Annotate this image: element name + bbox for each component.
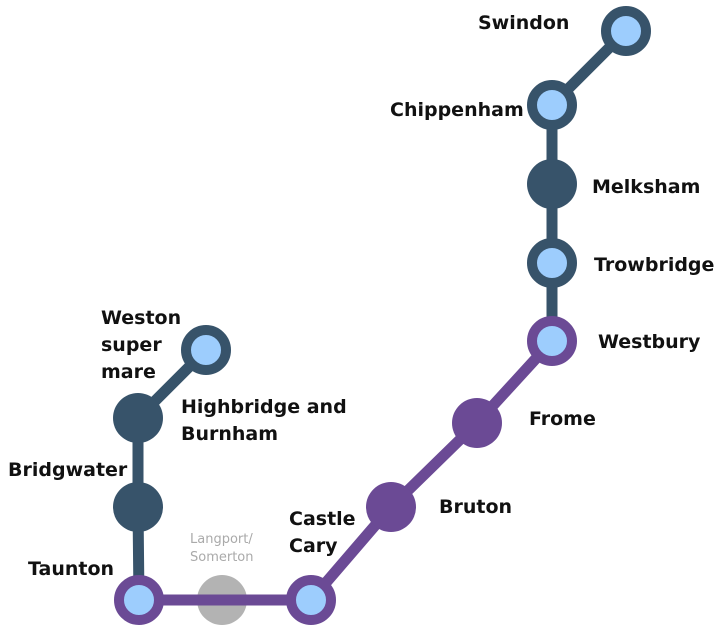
station-label-bridgwater: Bridgwater xyxy=(8,459,128,481)
station-marker-bridgwater[interactable] xyxy=(113,482,163,532)
station-marker-bruton[interactable] xyxy=(366,482,416,532)
station-label-taunton: Taunton xyxy=(28,558,114,580)
station-label-melksham: Melksham xyxy=(592,176,700,198)
station-label-chippenham: Chippenham xyxy=(390,99,524,121)
station-label-line: Highbridge and xyxy=(181,396,347,418)
west-line-track xyxy=(132,346,210,601)
station-label-trowbridge: Trowbridge xyxy=(594,254,714,276)
station-label-swindon: Swindon xyxy=(478,12,569,34)
station-label-line: mare xyxy=(101,361,156,383)
station-marker-castle-cary[interactable] xyxy=(286,575,336,625)
station-label-line: Melksham xyxy=(592,176,700,198)
station-marker-chippenham[interactable] xyxy=(527,80,577,130)
station-label-langport-somerton: Langport/Somerton xyxy=(190,532,254,565)
station-marker-weston-super-mare[interactable] xyxy=(181,325,231,375)
station-label-bruton: Bruton xyxy=(439,496,512,518)
station-label-line: Castle xyxy=(289,508,356,530)
station-marker-swindon[interactable] xyxy=(601,6,651,56)
station-label-line: Cary xyxy=(289,535,338,557)
station-marker-frome[interactable] xyxy=(452,398,502,448)
station-label-line: Westbury xyxy=(598,331,701,353)
station-label-line: Taunton xyxy=(28,558,114,580)
station-label-line: Weston xyxy=(101,307,181,329)
station-label-line: Burnham xyxy=(181,423,278,445)
station-label-line: Bruton xyxy=(439,496,512,518)
station-marker-melksham[interactable] xyxy=(527,159,577,209)
station-label-westbury: Westbury xyxy=(598,331,701,353)
station-label-frome: Frome xyxy=(529,408,596,430)
station-label-line: Chippenham xyxy=(390,99,524,121)
station-label-line: Somerton xyxy=(190,550,254,565)
station-marker-highbridge-and-burnham[interactable] xyxy=(113,393,163,443)
station-label-line: Frome xyxy=(529,408,596,430)
station-marker-taunton[interactable] xyxy=(114,575,164,625)
station-marker-trowbridge[interactable] xyxy=(527,238,577,288)
station-label-line: Trowbridge xyxy=(594,254,714,276)
station-label-line: Langport/ xyxy=(190,532,253,547)
station-marker-westbury[interactable] xyxy=(527,316,577,366)
station-label-weston-super-mare: Weston super mare xyxy=(101,307,181,383)
station-label-line: super xyxy=(101,334,162,356)
station-label-line: Swindon xyxy=(478,12,569,34)
station-label-line: Bridgwater xyxy=(8,459,128,481)
